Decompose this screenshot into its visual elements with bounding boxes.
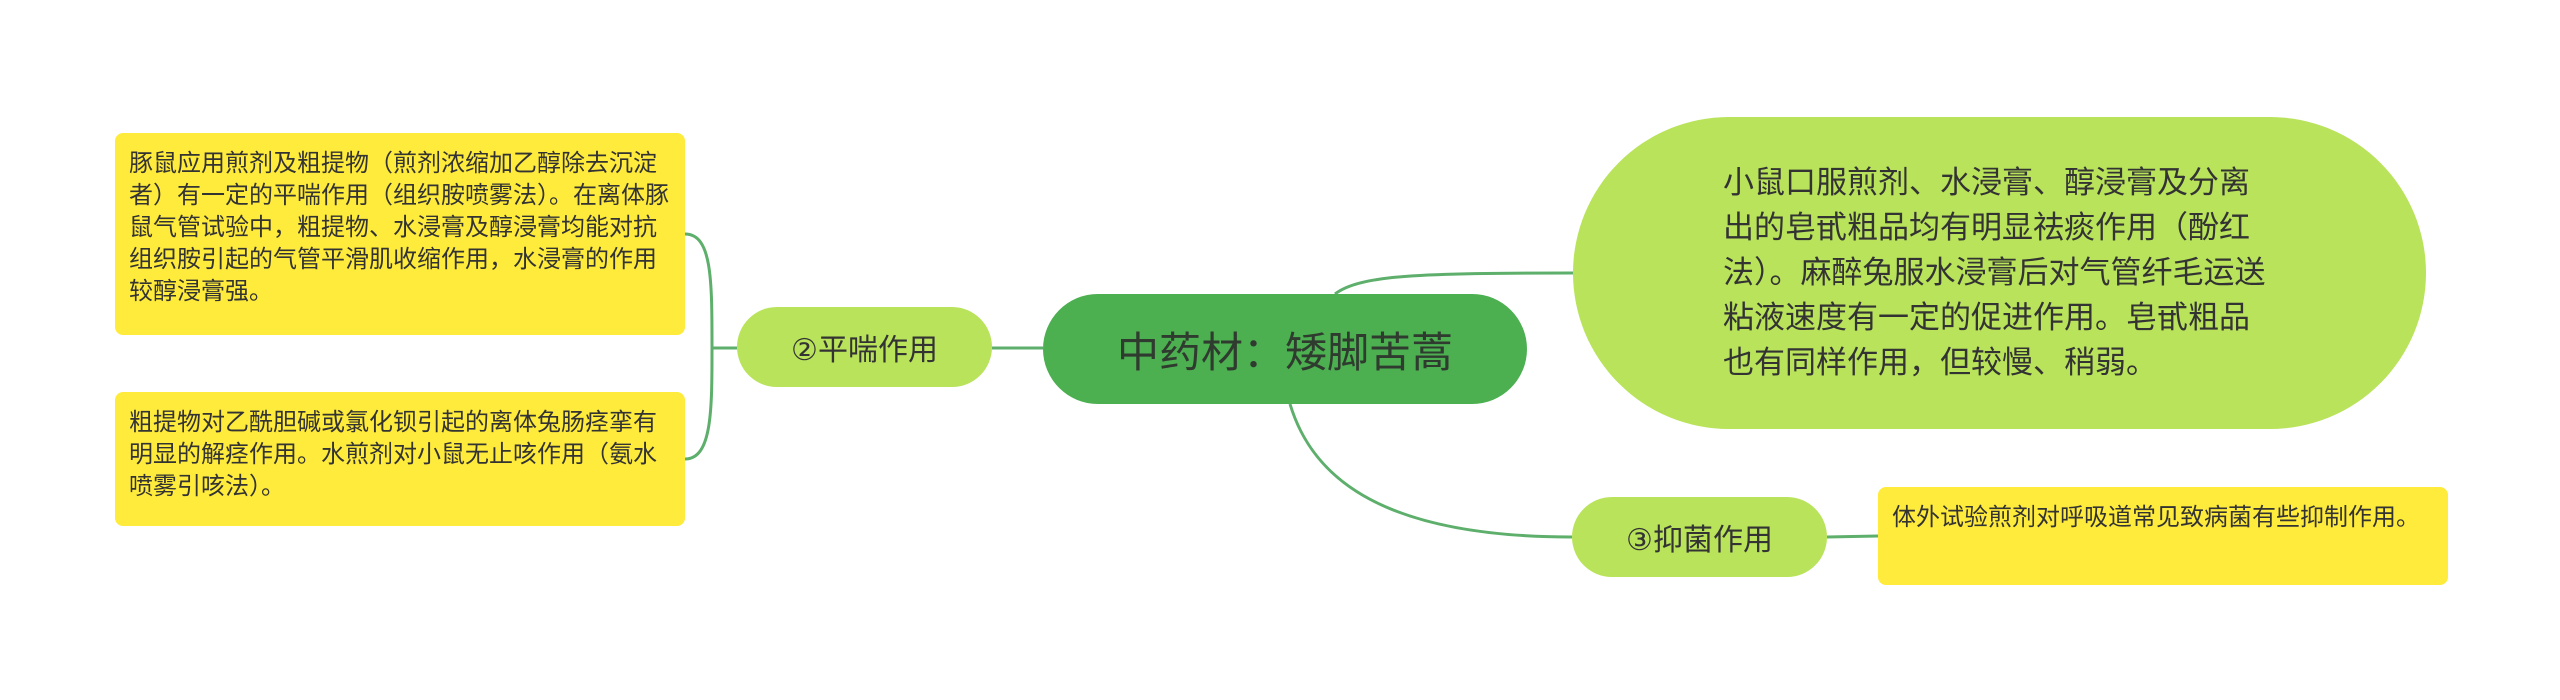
node-expectorant-text: 小鼠口服煎剂、水浸膏、醇浸膏及分离出的皂甙粗品均有明显祛痰作用（酚红法）。麻醉兔… — [1723, 164, 2266, 381]
leaf-antibacterial-text: 体外试验煎剂对呼吸道常见致病菌有些抑制作用。 — [1892, 503, 2420, 531]
leaf-antiasthma-1-text: 豚鼠应用煎剂及粗提物（煎剂浓缩加乙醇除去沉淀者）有一定的平喘作用（组织胺喷雾法）… — [129, 149, 669, 305]
leaf-antiasthma-2-text: 粗提物对乙酰胆碱或氯化钡引起的离体兔肠痉挛有明显的解痉作用。水煎剂对小鼠无止咳作… — [129, 408, 657, 500]
node-expectorant[interactable]: 小鼠口服煎剂、水浸膏、醇浸膏及分离出的皂甙粗品均有明显祛痰作用（酚红法）。麻醉兔… — [1573, 117, 2426, 429]
connector-root-to-antibacterial — [1288, 403, 1573, 539]
leaf-antibacterial[interactable]: 体外试验煎剂对呼吸道常见致病菌有些抑制作用。 — [1878, 487, 2448, 585]
connector-antiasthma-to-leaf-2 — [684, 347, 714, 461]
root-node[interactable]: 中药材：矮脚苦蒿 — [1043, 294, 1527, 404]
connector-antibacterial-to-leaf — [1826, 534, 1879, 539]
connector-root-to-expectorant — [1334, 271, 1574, 296]
branch-antibacterial-label: ③抑菌作用 — [1626, 523, 1773, 558]
branch-antiasthma-label: ②平喘作用 — [791, 333, 938, 368]
branch-antibacterial[interactable]: ③抑菌作用 — [1572, 497, 1827, 577]
leaf-antiasthma-2[interactable]: 粗提物对乙酰胆碱或氯化钡引起的离体兔肠痉挛有明显的解痉作用。水煎剂对小鼠无止咳作… — [115, 392, 685, 526]
leaf-antiasthma-1[interactable]: 豚鼠应用煎剂及粗提物（煎剂浓缩加乙醇除去沉淀者）有一定的平喘作用（组织胺喷雾法）… — [115, 133, 685, 335]
root-label: 中药材：矮脚苦蒿 — [1116, 327, 1453, 377]
branch-antiasthma[interactable]: ②平喘作用 — [737, 307, 992, 387]
connector-antiasthma-to-leaf-1 — [684, 232, 737, 350]
